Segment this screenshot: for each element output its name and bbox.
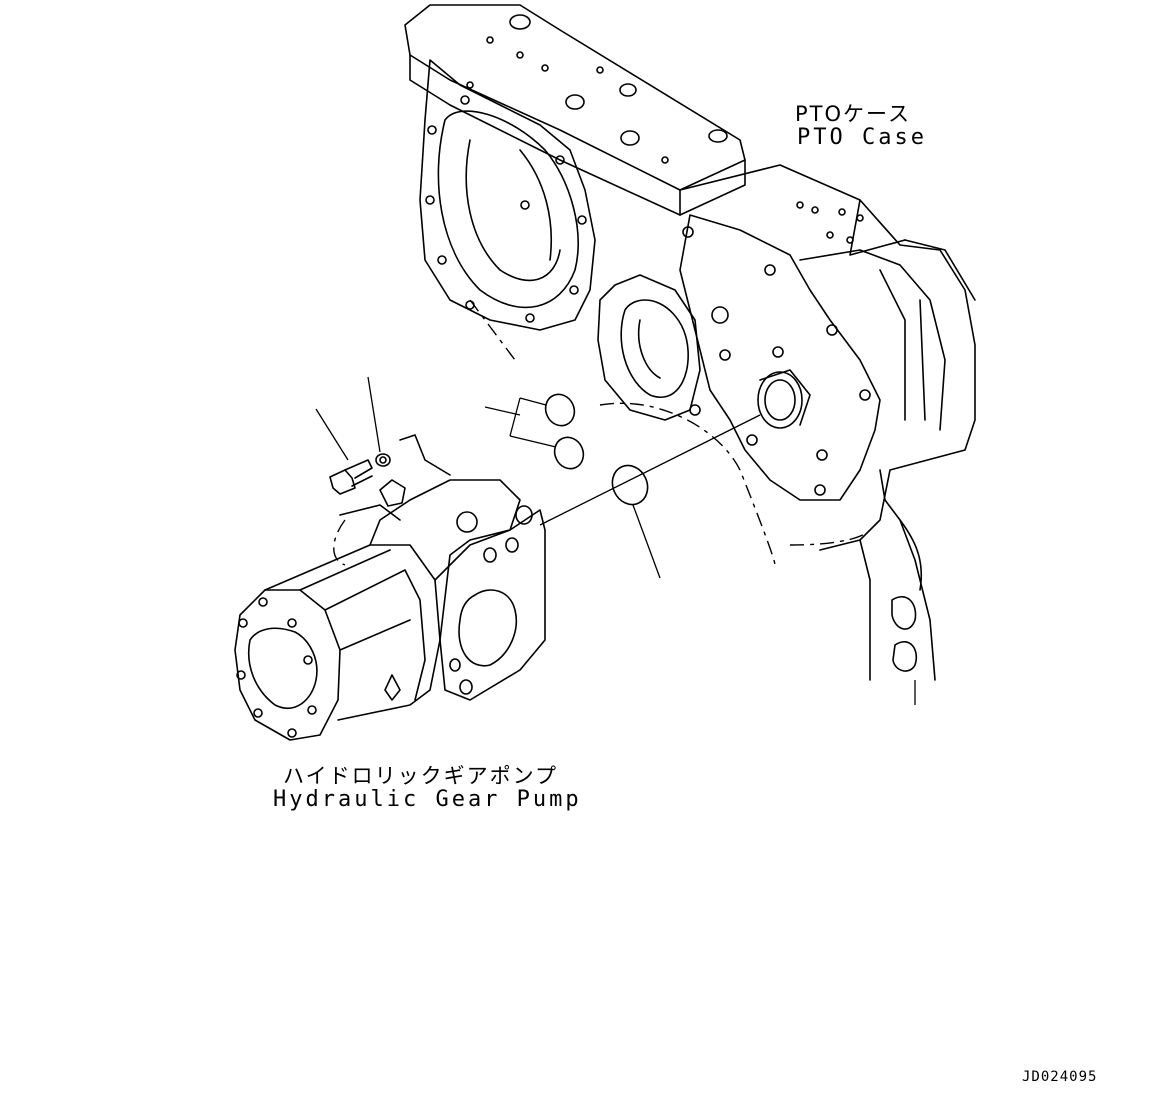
pto-case-drawing bbox=[404, 4, 976, 705]
hydraulic-gear-pump-drawing bbox=[234, 434, 546, 741]
drawing-code: JD024095 bbox=[1022, 1069, 1098, 1085]
pto-case-label-jp: PTOケース bbox=[795, 102, 911, 126]
bolt-and-washer bbox=[315, 376, 391, 495]
pump-label-en: Hydraulic Gear Pump bbox=[273, 787, 582, 812]
pto-case-label-en: PTO Case bbox=[797, 125, 927, 150]
pump-label-jp: ハイドロリックギアポンプ bbox=[283, 764, 558, 788]
o-rings bbox=[484, 393, 761, 579]
